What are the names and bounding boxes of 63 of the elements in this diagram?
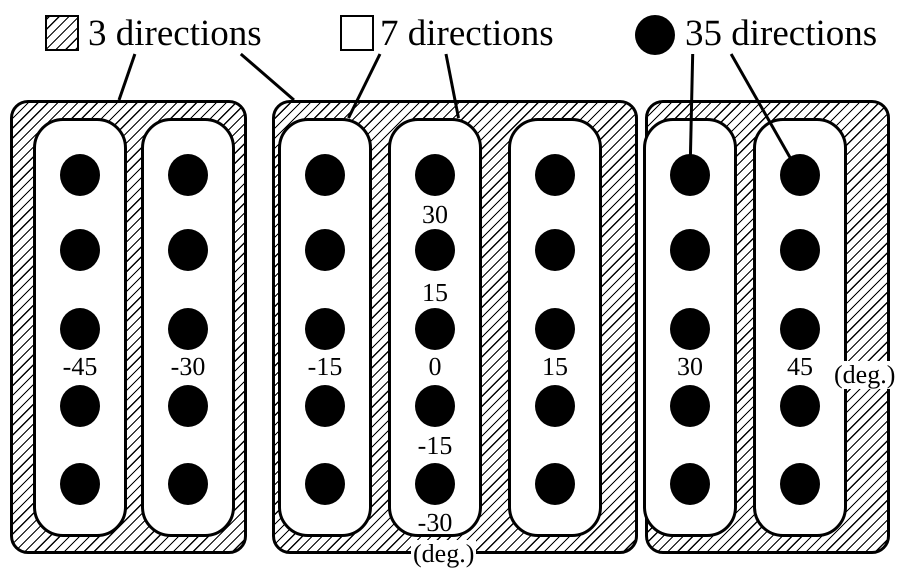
dot (168, 154, 208, 196)
dot (415, 229, 455, 271)
angle-label: -15 (416, 432, 454, 460)
angle-label: 15 (421, 279, 449, 307)
unit-label: (deg.) (832, 361, 898, 389)
dot (415, 463, 455, 505)
dot (415, 154, 455, 196)
legend-text: 35 directions (685, 10, 878, 58)
dot (60, 229, 100, 271)
column-panel (388, 118, 482, 537)
dot (780, 154, 820, 196)
dot (305, 385, 345, 427)
leader-line (444, 54, 460, 118)
dot (415, 308, 455, 350)
dot (535, 229, 575, 271)
dot (168, 385, 208, 427)
dot (670, 385, 710, 427)
dot (415, 385, 455, 427)
dot (535, 385, 575, 427)
dot (670, 308, 710, 350)
dot (535, 308, 575, 350)
dot (305, 463, 345, 505)
column-panel (508, 118, 602, 537)
dot (168, 463, 208, 505)
leader-line (347, 53, 382, 119)
dot (670, 463, 710, 505)
angle-label: 30 (421, 201, 449, 229)
legend-text: 7 directions (380, 10, 554, 58)
dot (670, 154, 710, 196)
leader-line (240, 52, 295, 102)
angle-label: 0 (428, 353, 442, 381)
dot (168, 308, 208, 350)
dot (60, 154, 100, 196)
hatched-group (10, 100, 247, 554)
column-panel (643, 118, 737, 537)
dot (305, 229, 345, 271)
column-panel (278, 118, 372, 537)
angle-label: -15 (306, 353, 344, 381)
dot (60, 308, 100, 350)
dot (780, 229, 820, 271)
dot (535, 463, 575, 505)
dot (168, 229, 208, 271)
dot (780, 308, 820, 350)
column-panel (33, 118, 127, 537)
leader-line (118, 54, 136, 100)
dot (60, 463, 100, 505)
angle-label: -30 (170, 353, 206, 381)
dot (535, 154, 575, 196)
angle-label: 30 (676, 353, 704, 381)
angle-label: -45 (62, 353, 98, 381)
dot (780, 463, 820, 505)
leader-line (730, 53, 792, 158)
dot (60, 385, 100, 427)
dot (780, 385, 820, 427)
dot (305, 308, 345, 350)
legend-text: 3 directions (88, 10, 262, 58)
angle-label: -30 (416, 509, 454, 537)
column-panel (141, 118, 235, 537)
leader-line (688, 54, 694, 156)
dot (305, 154, 345, 196)
dot (670, 229, 710, 271)
angle-label: 15 (541, 353, 569, 381)
unit-label: (deg.) (411, 540, 476, 568)
